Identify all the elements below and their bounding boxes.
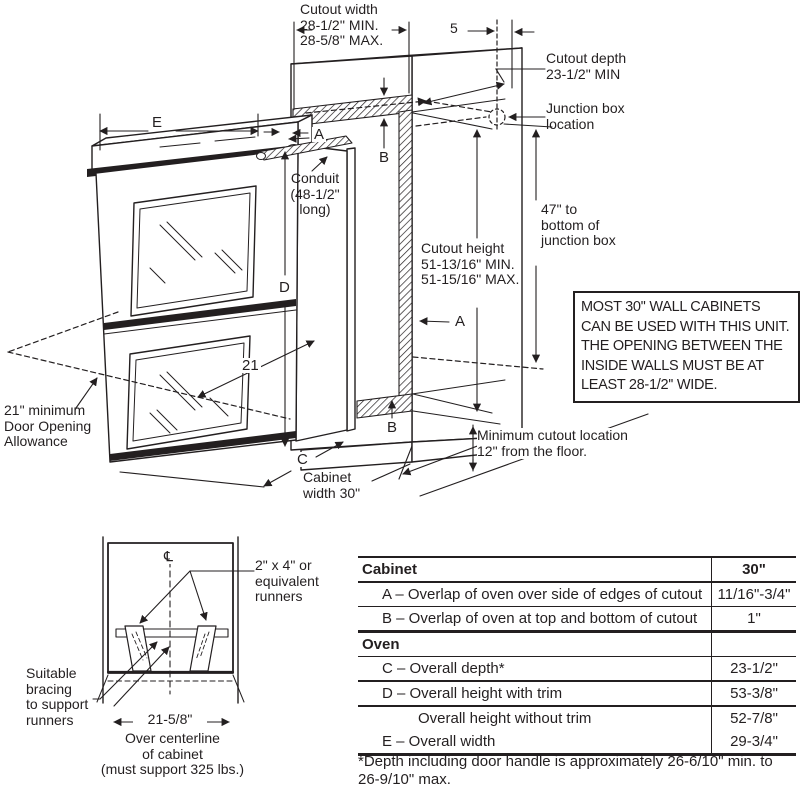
junction-box-marker [488,108,506,126]
table-row: C – Overall depth* 23-1/2" [358,657,796,682]
cutout-height-label: Cutout height 51-13/16" MIN. 51-15/16" M… [421,240,520,288]
table-row: D – Overall height with trim 53-3/8" [358,682,796,707]
spec-table: Cabinet 30" A – Overlap of oven over sid… [358,556,796,756]
table-footnote: *Depth including door handle is approxim… [358,753,773,788]
dim-letter-b-bottom: B [385,419,400,436]
oven-drawing [87,114,356,463]
door-allowance-label: 21" minimum Door Opening Allowance [4,402,92,449]
dim-letter-e: E [150,114,165,131]
table-row-section: Oven [358,633,796,657]
runner-width-dim: 21-5/8" [133,711,207,728]
cabinet-side-wall [346,147,356,432]
runner-drawing [92,536,255,727]
door-swing-plane [7,311,119,353]
dim-21: 21 [240,357,261,374]
cutout-frame-bottom [356,393,413,419]
junction-box-label: Junction box location [546,100,625,132]
spec-header-label: Cabinet [362,561,418,578]
cutout-depth-label: Cutout depth 23-1/2" MIN [546,50,627,82]
spec-header-value: 30" [711,558,796,581]
cutout-width-label: Cutout width 28-1/2'' MIN. 28-5/8'' MAX. [300,1,384,48]
conduit-label: Conduit (48-1/2" long) [290,170,340,217]
dim-letter-b-top: B [377,149,392,166]
table-row: A – Overlap of oven over side of edges o… [358,583,796,607]
dim-letter-a-top: A [312,126,327,143]
centerline-symbol: ℄ [162,548,175,564]
table-row: B – Overlap of oven at top and bottom of… [358,607,796,633]
bracing-label: Suitable bracing to support runners [26,665,89,728]
runners-label: 2" x 4" or equivalent runners [255,557,319,604]
spec-table-header: Cabinet 30" [358,558,796,583]
junction-height-label: 47" to bottom of junction box [541,201,616,249]
cabinet-width-label: Cabinet width 30" [303,469,361,501]
dim-letter-d: D [277,279,292,296]
dim-letter-c: C [295,451,310,468]
projection-lines [7,19,544,420]
min-cutout-location-label: Minimum cutout location 12" from the flo… [477,427,628,459]
wall-cabinet-note-box: MOST 30'' WALL CABINETS CAN BE USED WITH… [573,291,800,403]
dim-5-label: 5 [450,20,458,36]
table-row: Overall height without trim 52-7/8" [358,707,796,730]
table-row: E – Overall width 29-3/4" [358,730,796,756]
runner-caption: Over centerline of cabinet (must support… [100,730,245,777]
dim-letter-a-mid: A [453,313,468,330]
cutout-frame-side [398,109,413,399]
upper-door-window [130,185,257,317]
